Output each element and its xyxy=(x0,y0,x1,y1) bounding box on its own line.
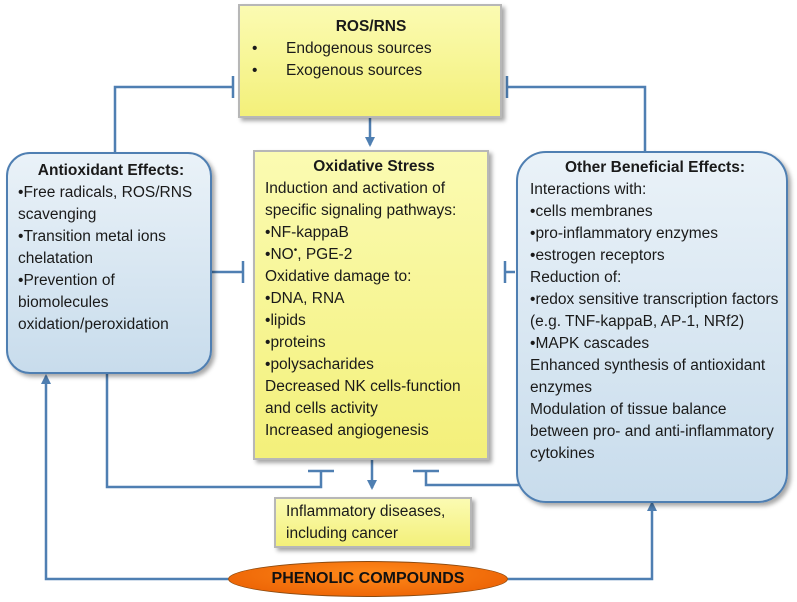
antioxidant-effect-item: Transition metal ions chelatation xyxy=(18,226,204,270)
inflammatory-diseases-box: Inflammatory diseases, including cancer xyxy=(274,497,472,548)
reduction-item: redox sensitive transcription factors (e… xyxy=(530,289,780,333)
ros-rns-item: •Endogenous sources xyxy=(252,40,432,57)
antioxidant-to-ros-connector xyxy=(113,85,232,158)
oxidative-damage-list: DNA, RNA lipids proteins polysacharides xyxy=(265,288,483,376)
oxidative-damage-item: polysacharides xyxy=(265,354,483,376)
ros-rns-list: •Endogenous sources •Exogenous sources xyxy=(252,38,490,82)
signaling-pathway-item: NO•, PGE-2 xyxy=(265,244,483,266)
oxidative-damage-item: DNA, RNA xyxy=(265,288,483,310)
oxidative-stress-box: Oxidative Stress Induction and activatio… xyxy=(253,150,489,460)
beneficial-to-inflammatory-connector xyxy=(424,472,520,487)
interactions-list: cells membranes pro-inflammatory enzymes… xyxy=(530,201,780,267)
phenolic-compounds-label: PHENOLIC COMPOUNDS xyxy=(271,570,465,587)
signaling-pathway-list: NF-kappaB NO•, PGE-2 xyxy=(265,222,483,266)
interaction-item: pro-inflammatory enzymes xyxy=(530,223,780,245)
nk-cells-text: Decreased NK cells-function and cells ac… xyxy=(265,378,461,417)
oxidative-intro: Induction and activation of specific sig… xyxy=(265,180,457,219)
inflammatory-diseases-text: Inflammatory diseases, including cancer xyxy=(286,503,446,542)
oxidative-damage-item: proteins xyxy=(265,332,483,354)
angiogenesis-text: Increased angiogenesis xyxy=(265,422,429,439)
oxidative-damage-item: lipids xyxy=(265,310,483,332)
interactions-title: Interactions with: xyxy=(530,181,647,198)
beneficial-effects-box: Other Beneficial Effects: Interactions w… xyxy=(516,151,788,503)
antioxidant-effect-item: Free radicals, ROS/RNS scavenging xyxy=(18,182,204,226)
reduction-list: redox sensitive transcription factors (e… xyxy=(530,289,780,355)
phenolic-compounds-ellipse: PHENOLIC COMPOUNDS xyxy=(228,561,508,597)
modulation-text: Modulation of tissue balance between pro… xyxy=(530,401,774,462)
phenolic-to-beneficial-arrow xyxy=(508,501,657,581)
beneficial-effects-title: Other Beneficial Effects: xyxy=(564,159,746,176)
interaction-item: estrogen receptors xyxy=(530,245,780,267)
antioxidant-effects-list: Free radicals, ROS/RNS scavenging Transi… xyxy=(18,182,204,336)
phenolic-to-antioxidant-arrow xyxy=(41,374,228,581)
reduction-title: Reduction of: xyxy=(530,269,622,286)
beneficial-to-ros-connector xyxy=(508,85,647,155)
reduction-item: MAPK cascades xyxy=(530,333,780,355)
antioxidant-effect-item: Prevention of biomolecules oxidation/per… xyxy=(18,270,204,336)
antioxidant-effects-box: Antioxidant Effects: Free radicals, ROS/… xyxy=(6,152,212,374)
ros-rns-title: ROS/RNS xyxy=(335,18,407,35)
ros-rns-box: ROS/RNS •Endogenous sources •Exogenous s… xyxy=(238,4,502,118)
ros-rns-item: •Exogenous sources xyxy=(252,62,423,79)
oxidative-stress-title: Oxidative Stress xyxy=(313,158,435,175)
antioxidant-effects-title: Antioxidant Effects: xyxy=(37,162,185,179)
signaling-pathway-item: NF-kappaB xyxy=(265,222,483,244)
interaction-item: cells membranes xyxy=(530,201,780,223)
oxidative-damage-title: Oxidative damage to: xyxy=(265,268,412,285)
synthesis-text: Enhanced synthesis of antioxidant enzyme… xyxy=(530,357,766,396)
antioxidant-to-inflammatory-connector xyxy=(105,372,323,489)
